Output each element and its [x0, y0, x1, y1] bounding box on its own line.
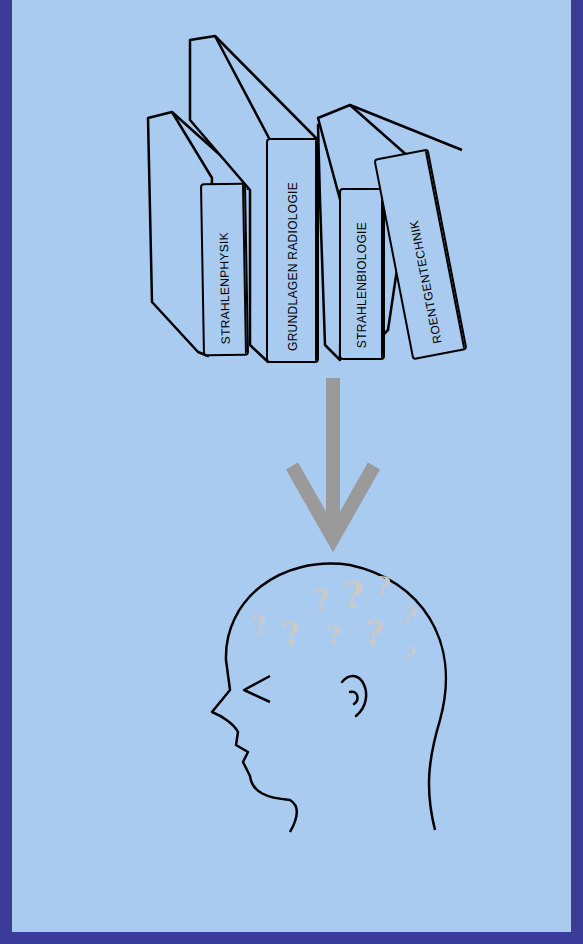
book-spine: STRAHLENPHYSIK	[200, 183, 249, 357]
book-title: GRUNDLAGEN RADIOLOGIE	[286, 182, 300, 351]
book-top	[215, 36, 318, 140]
book-top	[350, 105, 462, 150]
book-spine: ROENTGENTECHNIK	[373, 148, 467, 360]
book-spine: STRAHLENBIOLOGIE	[339, 188, 385, 360]
question-mark: ?	[374, 573, 392, 599]
question-mark: ?	[325, 621, 342, 648]
question-mark: ?	[312, 585, 331, 614]
question-mark: ?	[280, 617, 303, 651]
ear	[342, 676, 366, 716]
book-spine: GRUNDLAGEN RADIOLOGIE	[266, 138, 319, 363]
question-mark: ?	[401, 644, 417, 665]
book-title: STRAHLENPHYSIK	[217, 232, 233, 344]
question-mark: ?	[342, 576, 364, 614]
question-mark: ?	[399, 603, 419, 630]
arrow-shaft	[326, 378, 340, 530]
question-mark: ?	[363, 615, 386, 651]
head-outline	[212, 564, 446, 832]
arrow-head	[292, 466, 374, 538]
book-cover	[190, 36, 270, 362]
eye	[244, 676, 270, 702]
book-title: ROENTGENTECHNIK	[407, 219, 445, 345]
book-title: STRAHLENBIOLOGIE	[355, 222, 369, 348]
question-mark: ?	[249, 610, 270, 639]
